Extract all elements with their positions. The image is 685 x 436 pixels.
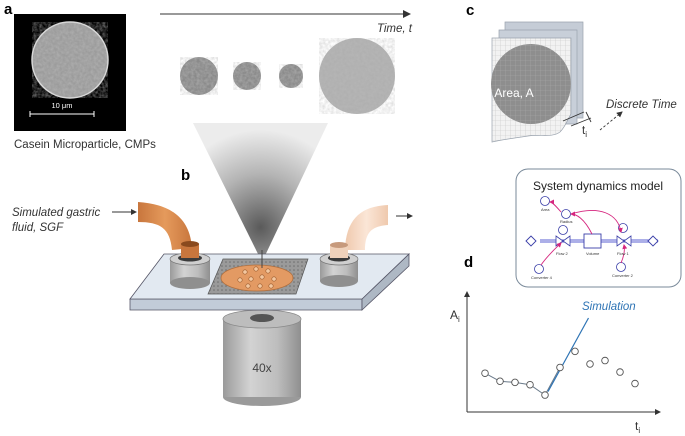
data-point [571, 347, 579, 356]
inlet-port [169, 241, 211, 289]
sd-volume-stock [583, 233, 602, 249]
data-point [556, 363, 564, 372]
particle-area [491, 44, 571, 124]
microscopy-image: 10 μm [14, 14, 126, 131]
objective-lens: 40x [222, 309, 302, 406]
image-stack: Area, A [491, 21, 584, 143]
sd-converter2-node [616, 262, 626, 272]
particle-t1 [180, 57, 218, 95]
particle-t2 [233, 62, 261, 90]
light-cone [193, 123, 328, 262]
sd-label-converter2: Converter 2 [612, 273, 634, 278]
sd-label-flow1: Flow 1 [617, 251, 630, 256]
sd-label-radius: Radius [560, 219, 572, 224]
area-label: Area, A [494, 86, 533, 100]
data-point [616, 368, 624, 376]
panel-label-c: c [466, 2, 474, 19]
y-axis-label: Ai [450, 308, 460, 324]
sd-radius-node [561, 209, 571, 219]
sd-source-cloud [525, 235, 537, 247]
discrete-time-label: Discrete Time [606, 99, 677, 111]
panel-label-b: b [181, 167, 190, 184]
data-point [481, 369, 489, 377]
panel-label-d: d [464, 254, 473, 271]
particle-t4 [319, 38, 395, 114]
discrete-time-arrow [599, 111, 623, 131]
outlet-port [319, 242, 359, 287]
outlet-tube [345, 205, 388, 250]
particle-sequence [180, 38, 395, 114]
fluid-label-line1: Simulated gastric [12, 207, 100, 219]
ti-indicator: ti [562, 111, 592, 139]
simulation-line [547, 317, 590, 392]
sd-label-flow2: Flow 2 [556, 251, 569, 256]
particle-caption: Casein Microparticle, CMPs [14, 139, 156, 151]
time-label: Time, t [377, 23, 413, 35]
system-dynamics-title: System dynamics model [533, 179, 663, 193]
sd-label-area: Area [541, 207, 550, 212]
data-point [586, 360, 594, 368]
sd-label-converter4: Converter 4 [531, 275, 553, 280]
sd-converter4-node [534, 264, 544, 274]
sd-diagram: Area Radius Flow 2 Volume Flow 1 Convert… [525, 196, 659, 280]
sd-label-volume: Volume [586, 251, 600, 256]
fluid-label-line2: fluid, SGF [12, 222, 64, 234]
data-point [601, 356, 609, 365]
area-time-plot: Ai ti Simulation [450, 291, 661, 435]
data-point [541, 391, 549, 399]
x-axis-label: ti [635, 419, 640, 435]
sd-area-node [540, 196, 550, 206]
data-point [631, 379, 639, 388]
scale-bar-label: 10 μm [52, 101, 73, 110]
inlet-tube [138, 202, 192, 250]
data-point [496, 377, 504, 386]
data-point [526, 380, 534, 389]
system-dynamics-box: System dynamics model [515, 168, 682, 288]
data-point [511, 378, 519, 387]
particle-t3 [279, 64, 303, 88]
panel-label-a: a [4, 1, 13, 18]
objective-label: 40x [252, 361, 271, 375]
ti-label: ti [582, 125, 587, 139]
sd-sink-cloud [647, 235, 659, 247]
simulation-label: Simulation [582, 301, 636, 313]
flow-cell [207, 258, 309, 295]
